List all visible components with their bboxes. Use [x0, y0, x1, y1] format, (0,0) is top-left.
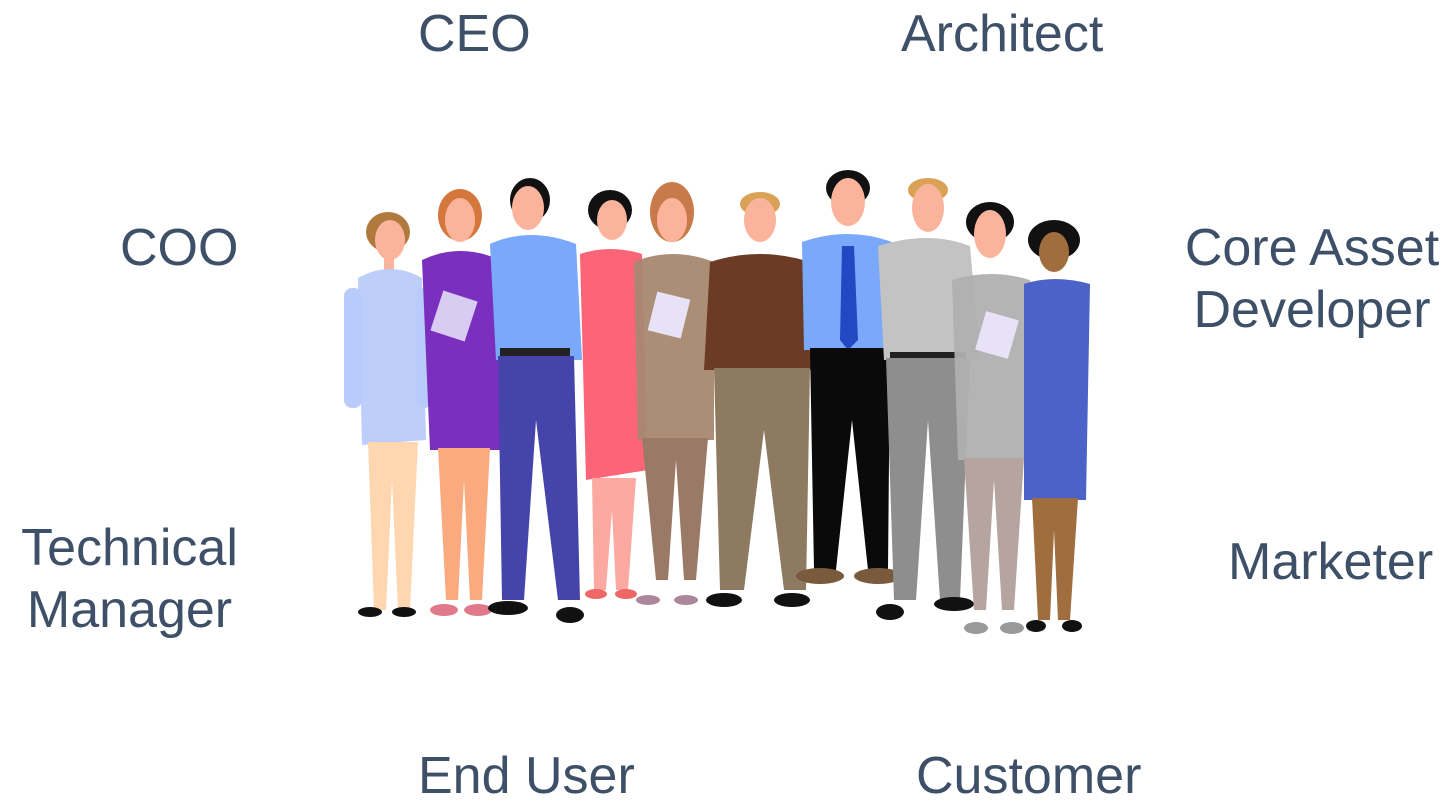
person-figure [634, 182, 714, 605]
role-label-core-asset-developer-line2: Developer [1193, 281, 1431, 339]
person-figure [796, 170, 902, 584]
role-label-marketer: Marketer [1228, 533, 1434, 591]
role-label-core-asset-developer: Core Asset Developer [1178, 217, 1446, 341]
person-figure [1024, 220, 1090, 632]
person-figure [704, 192, 820, 607]
person-figure [952, 202, 1030, 634]
person-figure [488, 178, 584, 623]
person-figure [344, 212, 432, 617]
role-label-architect: Architect [901, 5, 1104, 63]
person-figure [580, 190, 648, 599]
role-label-customer: Customer [916, 747, 1142, 805]
role-label-technical-manager: Technical Manager [12, 517, 247, 641]
role-label-technical-manager-line2: Manager [26, 581, 233, 639]
group-of-people-icon [344, 170, 1090, 634]
role-label-end-user: End User [418, 747, 635, 805]
role-label-technical-manager-line1: Technical [21, 519, 238, 577]
person-figure [422, 189, 508, 616]
role-label-coo: COO [120, 219, 239, 277]
role-label-core-asset-developer-line1: Core Asset [1184, 219, 1440, 277]
role-label-ceo: CEO [418, 5, 531, 63]
